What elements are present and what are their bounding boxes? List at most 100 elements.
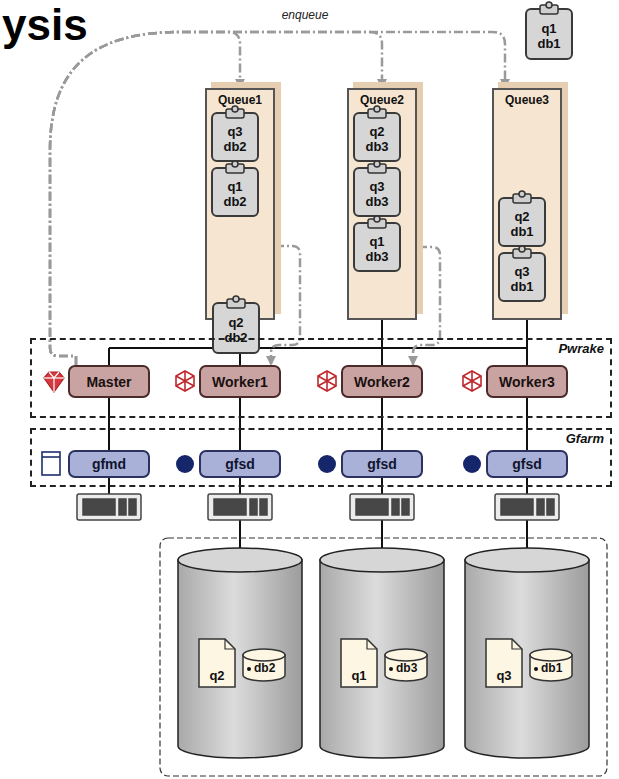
clip-icon — [233, 296, 239, 302]
server-icon — [402, 499, 409, 515]
network-bus — [109, 347, 527, 349]
metadata-icon — [42, 456, 60, 458]
disk-cylinder — [465, 560, 589, 758]
disk-cylinder — [178, 560, 302, 758]
metadata-icon — [42, 452, 60, 475]
node-label: Queue1 — [207, 90, 273, 107]
db-outline — [530, 649, 572, 661]
ruby-icon — [44, 372, 64, 392]
clip-icon — [232, 161, 238, 167]
dashed-arrow — [50, 32, 505, 365]
database-icon: db3 — [384, 648, 428, 682]
daemon-dot — [463, 455, 481, 473]
dashed-arrow — [271, 246, 300, 365]
storage-daemon-box: gfsd — [341, 450, 423, 478]
file-icon: q3 — [481, 638, 527, 688]
db-outline — [243, 649, 285, 661]
server-icon — [495, 494, 559, 520]
storage-daemon-box: gfmd — [68, 450, 150, 478]
task-card: q3 db1 — [498, 252, 546, 302]
layer-band: PwrakeMaster Worker1 Worker2 Worker3 — [30, 338, 612, 418]
process-box: Master — [68, 365, 150, 398]
node-label: q3 db3 — [365, 180, 388, 210]
storage-daemon-box: gfsd — [486, 450, 568, 478]
server-icon — [214, 499, 246, 515]
node-label: gfmd — [92, 456, 126, 472]
network-link — [239, 398, 241, 450]
queue-column: Queue2 q2 db3 q3 db3 q1 db3 — [347, 88, 417, 320]
node-label: gfsd — [367, 456, 397, 472]
server-icon — [350, 494, 414, 520]
storage-enclosure — [160, 538, 607, 776]
network-bus — [239, 520, 241, 548]
database-icon: db2 — [242, 648, 286, 682]
node-label: q2 db2 — [224, 316, 247, 346]
node-label: Queue2 — [349, 90, 415, 107]
storage-daemon-box: gfsd — [199, 450, 281, 478]
node-label: q2 — [194, 668, 240, 683]
server-icon — [356, 499, 388, 515]
clip-icon — [374, 216, 380, 222]
bullet-dot — [389, 667, 393, 671]
task-card: q1 db1 — [525, 8, 573, 60]
disk-cylinder — [178, 548, 589, 758]
server-icon — [77, 494, 559, 520]
node-label: q2 db3 — [365, 125, 388, 155]
process-box: Worker1 — [199, 365, 281, 398]
daemon-dot — [176, 455, 194, 473]
bullet-dot — [534, 667, 538, 671]
disk-cylinder — [178, 548, 302, 572]
server-icon — [547, 499, 554, 515]
node-label: q3 db1 — [510, 265, 533, 295]
ruby-icon — [44, 372, 64, 392]
clip-icon — [374, 161, 380, 167]
daemon-dot — [318, 455, 336, 473]
ruby-icon — [49, 372, 59, 378]
server-icon — [250, 499, 257, 515]
node-label: Worker1 — [212, 374, 268, 390]
clip-icon — [512, 191, 532, 204]
worker-icon — [318, 371, 336, 391]
task-card: q1 db3 — [353, 222, 401, 272]
node-label: q1 db2 — [223, 180, 246, 210]
process-box: Worker3 — [486, 365, 568, 398]
server-icon — [129, 499, 136, 515]
ruby-icon — [53, 378, 54, 392]
node-label: Worker2 — [354, 374, 410, 390]
queue-column: Queue1 q3 db2 q1 db2 — [205, 88, 275, 320]
network-link — [526, 398, 528, 450]
network-bus — [381, 320, 383, 365]
network-link — [381, 398, 383, 450]
node-label: q3 db2 — [223, 125, 246, 155]
layer-label: Pwrake — [558, 341, 604, 356]
network-bus — [526, 520, 528, 548]
layer-label: Gfarm — [566, 431, 604, 446]
node-label: q3 — [481, 668, 527, 683]
clip-icon — [232, 106, 238, 112]
task-card: q2 db3 — [353, 112, 401, 162]
metadata-icon — [42, 452, 60, 475]
task-card: q2 db2 — [212, 302, 260, 354]
edge-label: enqueue — [280, 8, 331, 22]
task-card: q2 db1 — [498, 197, 546, 247]
node-label: q1 db3 — [365, 235, 388, 265]
file-outline — [512, 639, 522, 649]
clip-icon — [367, 216, 387, 229]
clip-icon — [519, 191, 525, 197]
clip-icon — [546, 2, 552, 8]
file-icon: q2 — [194, 638, 240, 688]
queue-column: Queue3q2 db1q3 db1 — [492, 88, 562, 320]
file-outline — [225, 639, 235, 649]
clip-icon — [226, 296, 246, 309]
node-label: q2 db1 — [510, 210, 533, 240]
node-label: q1 db1 — [537, 22, 560, 52]
disk-cylinder — [320, 560, 444, 758]
node-label: Worker3 — [499, 374, 555, 390]
clip-icon — [539, 2, 559, 15]
worker-icon — [176, 371, 481, 391]
dashed-arrow — [50, 32, 382, 365]
task-card: q3 db3 — [353, 167, 401, 217]
file-icon: q1 — [336, 638, 382, 688]
network-bus — [108, 348, 110, 365]
worker-icon — [318, 371, 336, 391]
